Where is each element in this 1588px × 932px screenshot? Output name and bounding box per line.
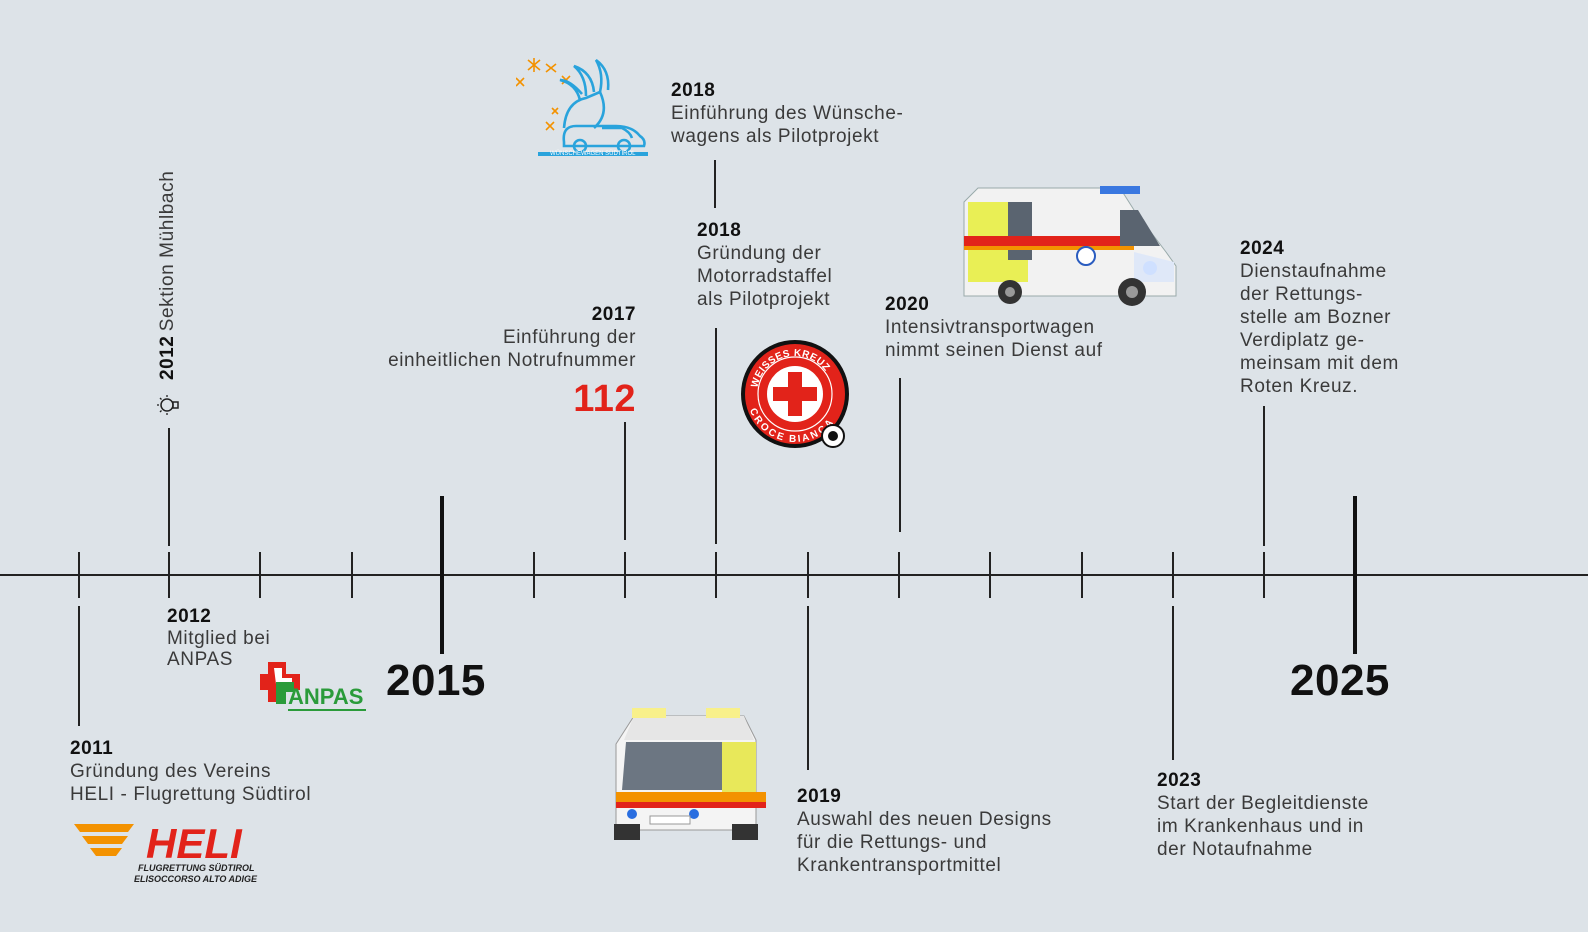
- tick-2021: [989, 552, 991, 598]
- event-2012-anpas: 2012 Mitglied bei ANPAS: [167, 606, 270, 670]
- tick-2014: [351, 552, 353, 598]
- event-text: Gründung des Vereins HELI - Flugrettung …: [70, 761, 312, 805]
- tick-2019: [807, 552, 809, 598]
- tick-2022: [1081, 552, 1083, 598]
- event-year: 2019: [797, 786, 842, 807]
- svg-text:ANPAS: ANPAS: [288, 684, 363, 709]
- lightbulb-icon: [154, 394, 184, 416]
- connector-2011: [78, 606, 80, 726]
- connector-2024: [1263, 406, 1265, 546]
- event-year: 2024: [1240, 238, 1285, 259]
- ambulance-2019-image: [606, 706, 776, 844]
- tick-2020: [898, 552, 900, 598]
- event-2018-wuenschewagen: 2018 Einführung des Wünsche- wagens als …: [671, 80, 903, 148]
- event-text: Einführung der einheitlichen Notrufnumme…: [388, 327, 636, 371]
- event-2024: 2024 Dienstaufnahme der Rettungs- stelle…: [1240, 238, 1399, 398]
- event-text: Gründung der Motorradstaffel als Pilotpr…: [697, 243, 833, 310]
- event-text: Einführung des Wünsche- wagens als Pilot…: [671, 103, 904, 147]
- weisses-kreuz-logo: WEISSES KREUZ CROCE BIANCA: [733, 340, 861, 462]
- event-text: Dienstaufnahme der Rettungs- stelle am B…: [1240, 261, 1399, 397]
- event-text: Start der Begleitdienste im Krankenhaus …: [1157, 793, 1369, 860]
- event-year: 2023: [1157, 770, 1202, 791]
- svg-text:HELI: HELI: [146, 822, 243, 867]
- tick-2016: [533, 552, 535, 598]
- connector-2020: [899, 378, 901, 532]
- wuenschewagen-logo: WÜNSCHEWAGEN SÜDTIROL: [516, 56, 656, 160]
- anpas-logo: ANPAS: [258, 660, 370, 716]
- event-2018-motorrad: 2018 Gründung der Motorradstaffel als Pi…: [697, 220, 832, 311]
- event-year: 2017: [591, 304, 636, 325]
- emergency-number-112: 112: [573, 378, 636, 420]
- connector-2023: [1172, 606, 1174, 760]
- tick-2015-major: [440, 496, 444, 654]
- tick-2018: [715, 552, 717, 598]
- svg-text:FLUGRETTUNG SÜDTIROL: FLUGRETTUNG SÜDTIROL: [138, 863, 255, 873]
- svg-text:ELISOCCORSO ALTO ADIGE: ELISOCCORSO ALTO ADIGE: [134, 874, 258, 884]
- major-year-2015: 2015: [386, 656, 486, 705]
- event-2012-sektion: 2012 Sektion Mühlbach: [156, 171, 179, 380]
- event-year: 2020: [885, 294, 930, 315]
- svg-text:WÜNSCHEWAGEN SÜDTIROL: WÜNSCHEWAGEN SÜDTIROL: [550, 150, 636, 157]
- connector-2017: [624, 422, 626, 540]
- tick-2023: [1172, 552, 1174, 598]
- tick-2013: [259, 552, 261, 598]
- event-year: 2012: [167, 606, 212, 627]
- connector-2012-sektion: [168, 428, 170, 546]
- event-2011: 2011 Gründung des Vereins HELI - Flugret…: [70, 738, 311, 806]
- tick-2017: [624, 552, 626, 598]
- event-text: Sektion Mühlbach: [157, 170, 178, 332]
- event-year: 2018: [697, 220, 742, 241]
- event-2020: 2020 Intensivtransportwagen nimmt seinen…: [885, 294, 1103, 362]
- event-text: Mitglied bei ANPAS: [167, 628, 271, 670]
- connector-2018-motorrad: [715, 328, 717, 544]
- tick-2025-major: [1353, 496, 1357, 654]
- heli-logo: HELI FLUGRETTUNG SÜDTIROL ELISOCCORSO AL…: [72, 822, 262, 886]
- tick-2011: [78, 552, 80, 598]
- event-text: Auswahl des neuen Designs für die Rettun…: [797, 809, 1052, 876]
- intensive-transport-vehicle-image: [960, 180, 1188, 310]
- event-year: 2012: [157, 335, 178, 380]
- connector-2019: [807, 606, 809, 770]
- major-year-2025: 2025: [1290, 656, 1390, 705]
- connector-2018-wuenschewagen: [714, 160, 716, 208]
- event-2017: 2017 Einführung der einheitlichen Notruf…: [388, 304, 636, 421]
- tick-2024: [1263, 552, 1265, 598]
- event-year: 2018: [671, 80, 716, 101]
- timeline-axis: [0, 574, 1588, 576]
- tick-2012: [168, 552, 170, 598]
- event-2023: 2023 Start der Begleitdienste im Kranken…: [1157, 770, 1369, 861]
- event-2019: 2019 Auswahl des neuen Designs für die R…: [797, 786, 1052, 877]
- event-year: 2011: [70, 738, 114, 759]
- event-text: Intensivtransportwagen nimmt seinen Dien…: [885, 317, 1103, 361]
